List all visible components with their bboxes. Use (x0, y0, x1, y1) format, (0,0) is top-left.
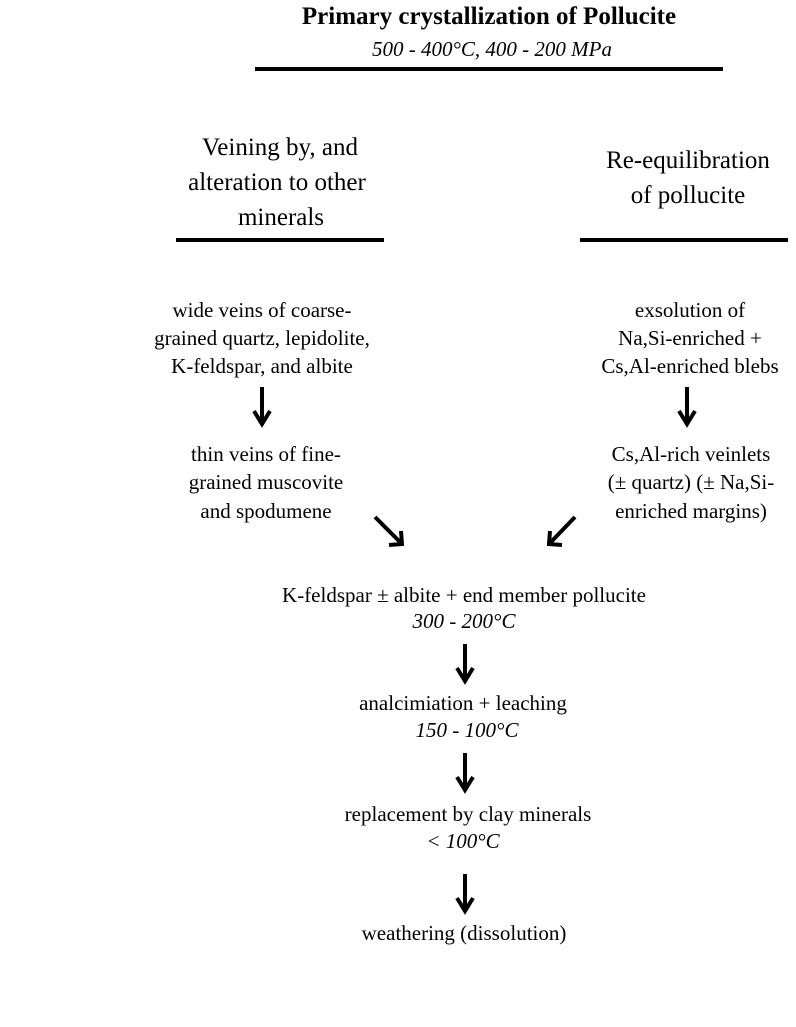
sequence-arrow-1-icon (455, 644, 475, 685)
step-temperature: 300 - 200°C (412, 609, 516, 633)
right-down-arrow-icon (677, 387, 697, 428)
step-label: analcimiation + leaching (359, 691, 567, 715)
title-underline (255, 67, 723, 71)
heading-line: of pollucite (630, 182, 746, 209)
text-line: K-feldspar, and albite (171, 354, 353, 378)
right-heading-underline (580, 238, 788, 242)
text-line: thin veins of fine- (191, 442, 341, 466)
heading-line: Veining by, and (202, 134, 358, 161)
text-line: enriched margins) (615, 499, 767, 523)
text-line: Na,Si-enriched + (618, 326, 762, 350)
sequence-arrow-3-icon (455, 874, 475, 915)
text-line: exsolution of (634, 298, 746, 322)
text-line: and spodumene (200, 499, 332, 523)
converge-arrow-right-icon (373, 515, 405, 547)
text-line: (± quartz) (± Na,Si- (607, 470, 775, 494)
diagram-title: Primary crystallization of Pollucite (301, 3, 677, 30)
step-label: weathering (dissolution) (361, 921, 567, 945)
left-down-arrow-icon (252, 387, 272, 428)
text-line: Cs,Al-enriched blebs (601, 354, 779, 378)
text-line: grained quartz, lepidolite, (154, 326, 370, 350)
heading-line: Re-equilibration (606, 147, 770, 174)
step-label: K-feldspar ± albite + end member polluci… (282, 583, 646, 607)
converge-arrow-left-icon (546, 515, 577, 547)
left-heading-underline (176, 238, 384, 242)
heading-line: alteration to other (188, 169, 366, 196)
step-label: replacement by clay minerals (344, 802, 592, 826)
formation-conditions: 500 - 400°C, 400 - 200 MPa (372, 37, 612, 61)
step-temperature: < 100°C (426, 829, 500, 853)
text-line: Cs,Al-rich veinlets (611, 442, 771, 466)
text-line: grained muscovite (188, 470, 344, 494)
heading-line: minerals (237, 204, 325, 231)
step-temperature: 150 - 100°C (415, 718, 519, 742)
text-line: wide veins of coarse- (172, 298, 352, 322)
sequence-arrow-2-icon (455, 753, 475, 794)
